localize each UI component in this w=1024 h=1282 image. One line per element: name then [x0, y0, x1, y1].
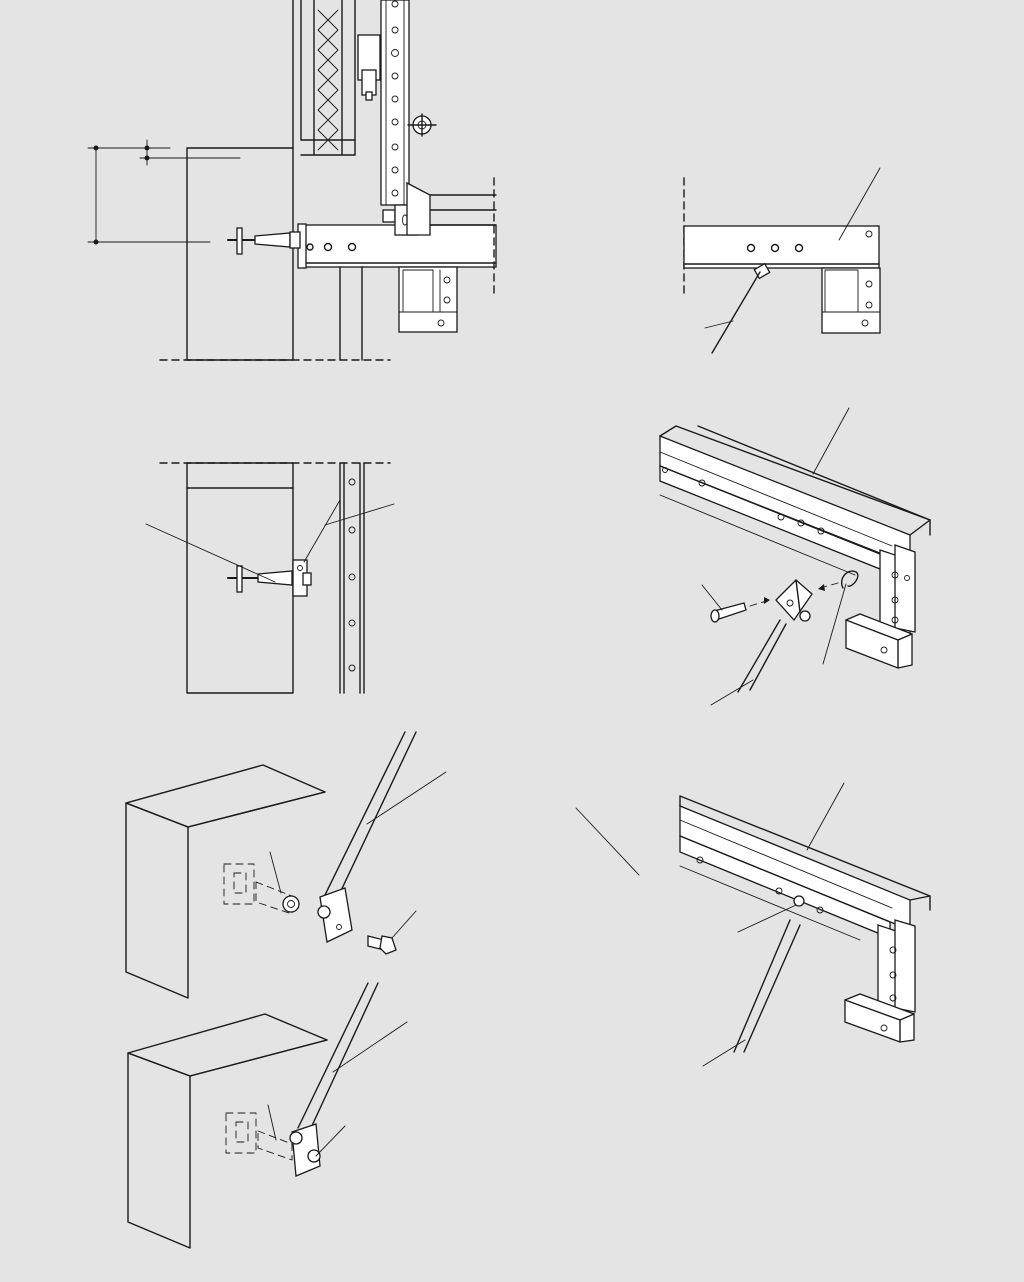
- wall-anchor-bolt: [227, 223, 307, 269]
- view-iso-wall-connector-bolt: [125, 731, 447, 999]
- panel-clamp: [357, 34, 437, 137]
- connector-pin: [701, 584, 771, 623]
- view-iso-brace-mounted: [575, 782, 931, 1067]
- concrete-wall-section: [186, 147, 294, 361]
- leader-line-strut: [710, 679, 754, 706]
- leader-line-beam-2: [812, 407, 850, 475]
- brace-strut: [711, 271, 761, 354]
- leader-line-detail: [575, 807, 640, 876]
- brace-head: [710, 579, 813, 706]
- view-section-beam-end: [683, 167, 881, 354]
- leader-line-brace: [704, 320, 734, 329]
- leader-line-beam: [838, 167, 881, 241]
- view-iso-wall-connector-mounted: [127, 982, 408, 1249]
- view-section-anchor-bracket: [87, 0, 497, 361]
- view-iso-brace-pin-connection: [659, 407, 931, 706]
- leader-line-anchor: [145, 523, 276, 583]
- leader-line-bracket-b: [324, 503, 395, 526]
- formwork-panel-vertical: [292, 0, 356, 156]
- leader-line-bracket-a: [303, 499, 341, 563]
- leader-line-beam-3: [806, 782, 845, 851]
- horizontal-bracket-beam: [302, 177, 497, 296]
- vertical-rail: [380, 0, 410, 206]
- view-section-wall-anchor: [145, 462, 395, 694]
- dimension-lines: [87, 139, 241, 245]
- safety-clip: [818, 570, 859, 665]
- timber-joist-support: [339, 266, 458, 361]
